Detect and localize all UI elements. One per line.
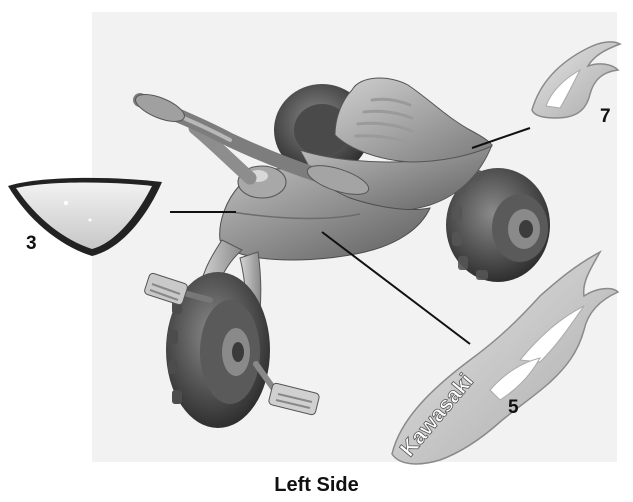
callout-3: 3 [26,233,37,255]
diagram-caption: Left Side [0,474,633,497]
callout-5: 5 [508,397,519,419]
callout-7: 7 [600,106,611,128]
